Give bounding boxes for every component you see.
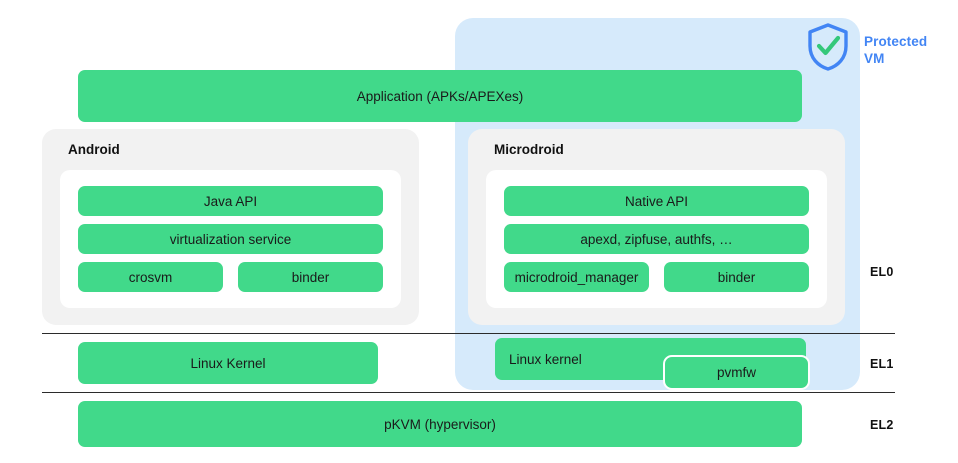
microdroid-panel-title: Microdroid — [494, 142, 564, 157]
android-row-2: virtualization service — [78, 224, 383, 254]
android-row-1: Java API — [78, 186, 383, 216]
exception-level-label-el2: EL2 — [870, 418, 894, 432]
application-block: Application (APKs/APEXes) — [78, 70, 802, 122]
protected-vm-label-line1: Protected — [864, 34, 928, 49]
android-inner-surface: Java API virtualization service crosvm b… — [60, 170, 401, 308]
microdroid-inner-surface: Native API apexd, zipfuse, authfs, … mic… — [486, 170, 827, 308]
android-binder-block: binder — [238, 262, 383, 292]
android-row-3: crosvm binder — [78, 262, 383, 292]
el0-el1-divider — [42, 333, 895, 334]
microdroid-row-1: Native API — [504, 186, 809, 216]
android-virtualization-service-block: virtualization service — [78, 224, 383, 254]
android-java-api-block: Java API — [78, 186, 383, 216]
microdroid-binder-block: binder — [664, 262, 809, 292]
microdroid-row-3: microdroid_manager binder — [504, 262, 809, 292]
android-linux-kernel-block: Linux Kernel — [78, 342, 378, 384]
protected-vm-label-line2: VM — [864, 51, 885, 66]
el1-el2-divider — [42, 392, 895, 393]
microdroid-native-api-block: Native API — [504, 186, 809, 216]
shield-check-icon — [805, 22, 851, 72]
hypervisor-block: pKVM (hypervisor) — [78, 401, 802, 447]
android-panel: Android Java API virtualization service … — [42, 129, 419, 325]
android-panel-title: Android — [68, 142, 120, 157]
exception-level-label-el1: EL1 — [870, 357, 894, 371]
protected-vm-label: Protected VM — [864, 33, 954, 67]
microdroid-panel: Microdroid Native API apexd, zipfuse, au… — [468, 129, 845, 325]
pvmfw-block: pvmfw — [663, 355, 810, 390]
microdroid-row-2: apexd, zipfuse, authfs, … — [504, 224, 809, 254]
android-crosvm-block: crosvm — [78, 262, 223, 292]
microdroid-daemons-block: apexd, zipfuse, authfs, … — [504, 224, 809, 254]
exception-level-label-el0: EL0 — [870, 265, 894, 279]
microdroid-manager-block: microdroid_manager — [504, 262, 649, 292]
